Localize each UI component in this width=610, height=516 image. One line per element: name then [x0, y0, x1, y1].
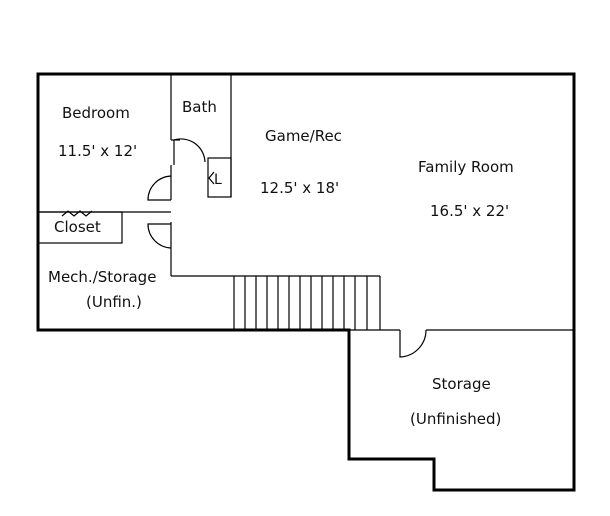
family-size: 16.5' x 22': [430, 202, 509, 220]
bath-door-swing: [173, 138, 206, 165]
game-size: 12.5' x 18': [260, 179, 339, 197]
bedroom-label: Bedroom: [62, 104, 130, 122]
mech-label: Mech./Storage: [48, 268, 156, 286]
family-label: Family Room: [418, 158, 514, 176]
bath-label: Bath: [182, 98, 217, 116]
outer-wall: [36, 72, 576, 492]
bedroom-door-swing: [147, 175, 172, 201]
mech-door-swing: [147, 223, 172, 249]
staircase: [233, 276, 381, 330]
laundry-closet: [207, 157, 232, 198]
game-label: Game/Rec: [265, 127, 342, 145]
storage-label: Storage: [432, 375, 491, 393]
storage-door-swing: [399, 329, 427, 358]
closet-rod-icon: [61, 210, 93, 217]
bedroom-size: 11.5' x 12': [58, 142, 137, 160]
closet-label: Closet: [54, 218, 101, 236]
closet-box: [37, 211, 123, 244]
laundry-door-swing: [208, 171, 215, 185]
storage-note: (Unfinished): [410, 410, 501, 428]
laundry-label: L: [214, 172, 222, 188]
mech-note: (Unfin.): [86, 293, 142, 311]
